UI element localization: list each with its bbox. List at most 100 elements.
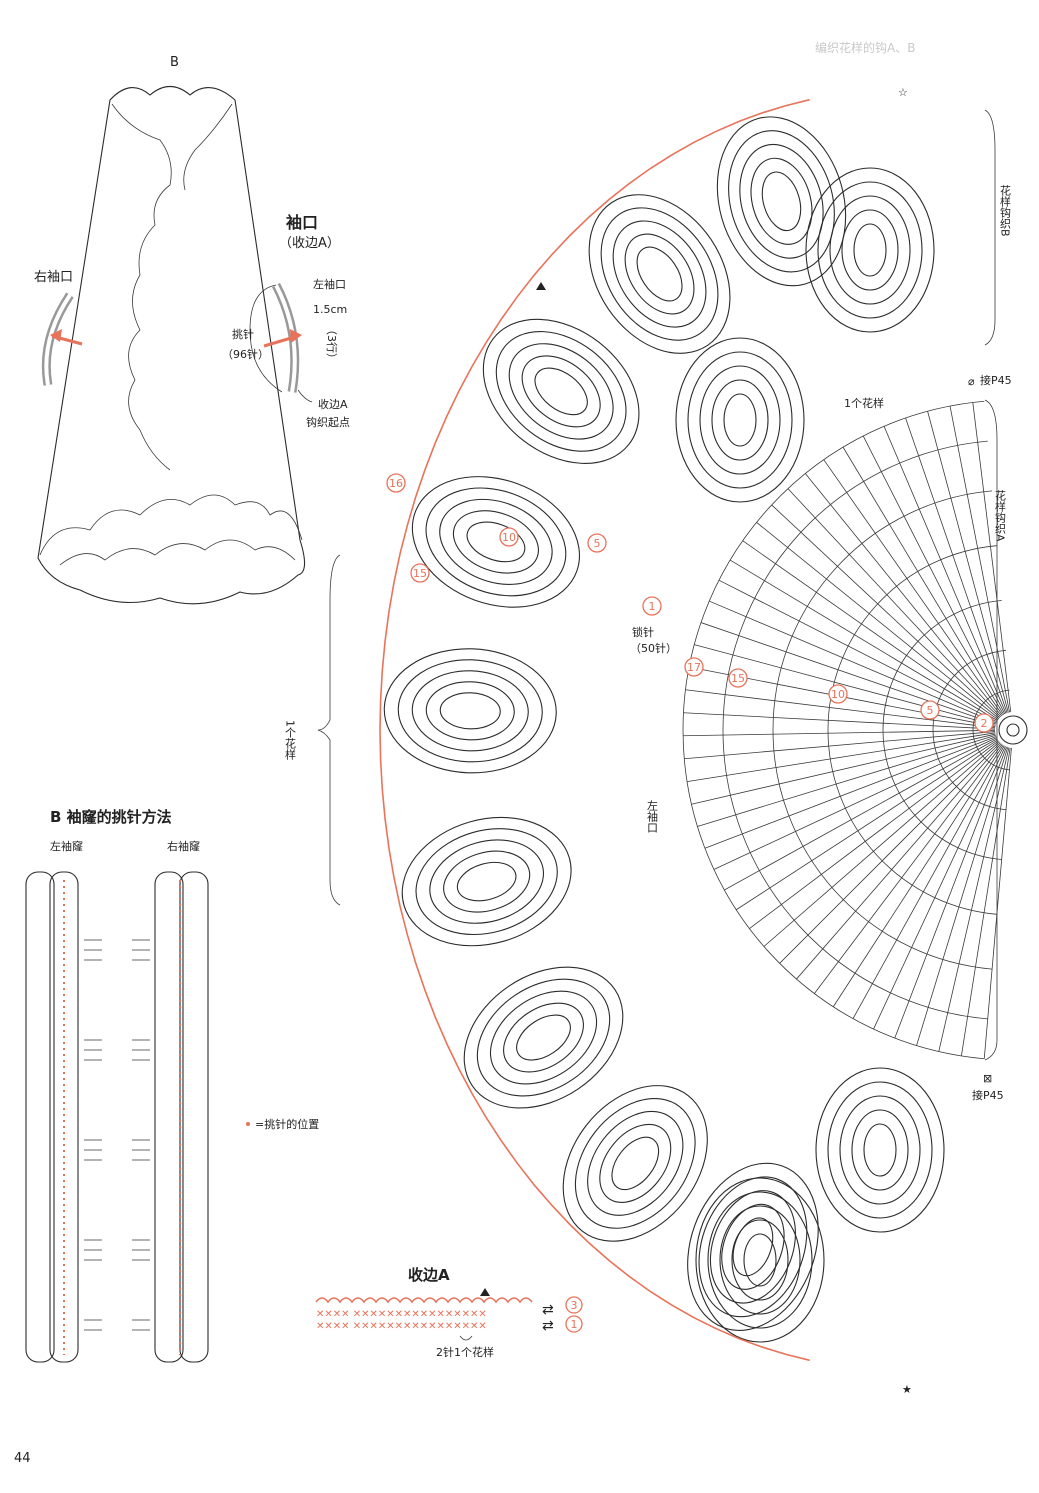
pineapple-arc <box>731 1219 789 1301</box>
edge-start-2: 钩织起点 <box>306 415 350 429</box>
chain-radial <box>709 600 997 724</box>
motif-chart: 2 5 10 15 17 1 5 10 15 16 锁针 （50针） 左袖口 1… <box>284 86 1028 1396</box>
edging-row-marker: 3 <box>565 1296 583 1314</box>
join-top: 接P45 <box>980 374 1012 387</box>
star-outline-icon: ☆ <box>898 86 908 99</box>
pineapple-arc <box>853 223 887 277</box>
edging-red-outline <box>379 98 810 1362</box>
join-bottom: 接P45 <box>972 1089 1004 1102</box>
edging-repeat-label: 2针1个花样 <box>436 1345 494 1359</box>
star-filled-icon: ★ <box>902 1383 912 1396</box>
chain-radial <box>697 734 996 827</box>
join-top-symbol: ⌀ <box>968 375 975 388</box>
chain-radial <box>756 522 1000 719</box>
pineapple-arc <box>425 487 567 597</box>
pineapple-arc <box>452 510 540 574</box>
chain-radial <box>713 737 997 870</box>
pineapple-arc <box>687 1162 819 1331</box>
pineapple-arc <box>750 157 813 245</box>
round-marker: 10 <box>828 684 848 704</box>
round-arc <box>722 440 988 1020</box>
row-arrow-left-icon: ⇄ <box>542 1302 554 1318</box>
chain-radial <box>724 738 998 891</box>
chain-radial <box>779 742 1001 964</box>
one-pattern-label: 1个花样 <box>844 396 884 410</box>
garment-schematic: B 右袖口 袖口 （收边A） 左袖口 1.5cm （3行） 挑针 （96针） 收… <box>34 55 350 605</box>
right-armhole-label: 右袖口 <box>34 270 73 285</box>
center-ring <box>998 715 1028 745</box>
chain-radial <box>796 743 1002 980</box>
round-marker: 5 <box>920 700 940 720</box>
one-pattern-brace <box>317 554 341 906</box>
pineapple-arc <box>415 828 558 936</box>
round-marker: 5 <box>587 533 607 553</box>
pineapple-arc <box>805 167 935 333</box>
svg-text:5: 5 <box>927 704 934 717</box>
cuff-subtitle: （收边A） <box>279 236 340 251</box>
pineapple-arc <box>761 171 802 232</box>
pineapple-arc <box>482 318 640 464</box>
chain-radial <box>694 644 996 726</box>
round-marker: 2 <box>974 713 994 733</box>
chain-radial <box>684 731 996 760</box>
round-marker: 1 <box>642 596 662 616</box>
chain-radial <box>683 729 996 737</box>
chain-radial <box>972 402 1012 713</box>
pineapple-arc <box>711 379 769 461</box>
pineapple-arc <box>612 220 707 328</box>
chain-radial <box>704 736 997 849</box>
pineapple-arc <box>739 143 824 259</box>
chain-radial <box>814 744 1003 994</box>
pineapple-arc <box>815 1067 945 1233</box>
pickup-method: B 袖窿的挑针方法 左袖窿 右袖窿 =挑针的位置 <box>25 808 319 1363</box>
cuff-title: 袖口 <box>286 213 318 232</box>
left-armhole-chart-label: 左袖口 <box>646 800 659 833</box>
chain-radial <box>763 741 1000 947</box>
left-strip-outer <box>25 871 55 1363</box>
pineapple-arc <box>516 1014 571 1061</box>
garment-inner-scallop <box>111 103 172 471</box>
pickup-method-title: B 袖窿的挑针方法 <box>50 808 172 826</box>
pineapple-arc <box>489 990 598 1085</box>
pattern-a-label: 花样钩织A <box>994 490 1007 542</box>
pineapple-arc <box>600 207 719 341</box>
chain-radial <box>916 747 1009 1046</box>
pickup-left-label: 左袖窿 <box>50 839 83 853</box>
pickup-label: 挑针 <box>232 327 254 341</box>
pineapple-arc <box>716 116 847 287</box>
right-strip-stitches <box>132 939 150 1331</box>
chain-radial <box>949 405 1010 713</box>
pineapple-arc <box>411 670 529 752</box>
pineapple-arc <box>508 343 614 440</box>
ghost-header: 编织花样的钩A、B <box>815 40 915 55</box>
pineapple-arc <box>743 1233 777 1287</box>
svg-text:5: 5 <box>594 537 601 550</box>
garment-hem-scallops <box>39 494 303 556</box>
round-arcs <box>682 400 1010 1060</box>
pineapple-arc <box>588 194 731 354</box>
round-arc <box>932 649 1007 811</box>
pineapple-arc <box>439 692 501 730</box>
cuff-rows: （3行） <box>325 324 338 364</box>
pineapple-arc <box>463 966 624 1109</box>
pineapple-arc <box>503 1002 584 1073</box>
round-marker: 15 <box>728 668 748 688</box>
pineapple-arc <box>624 233 695 315</box>
pineapple-arc <box>719 1205 801 1315</box>
pineapple-arc <box>695 1177 825 1343</box>
chain-radial <box>787 488 1002 718</box>
pineapple-arc <box>721 1203 785 1290</box>
svg-text:10: 10 <box>502 531 516 544</box>
pineapple-arc <box>707 1191 813 1329</box>
pineapple-arc <box>476 978 611 1097</box>
edging-row-3 <box>315 1297 533 1304</box>
pineapple-arc <box>687 351 793 489</box>
svg-text:16: 16 <box>389 477 403 490</box>
left-strip-stitches <box>84 939 102 1331</box>
garment-label-b: B <box>170 55 179 70</box>
chain-radial <box>749 740 999 929</box>
chain-radial <box>905 417 1008 714</box>
round-arc <box>882 600 1002 860</box>
pineapple-arc <box>562 1085 708 1242</box>
